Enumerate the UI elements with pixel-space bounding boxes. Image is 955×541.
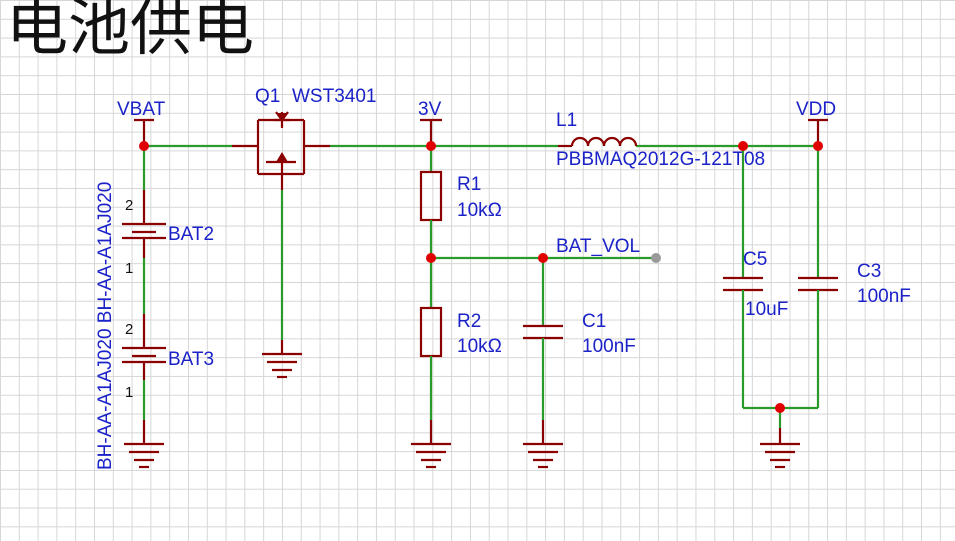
- r1-value-label: 10kΩ: [457, 200, 502, 221]
- l1-ref-label: L1: [556, 110, 577, 131]
- battery-bat3[interactable]: 2 1 BAT3: [122, 314, 214, 401]
- c3-value-label: 100nF: [857, 286, 911, 307]
- junction-dot: [813, 141, 823, 151]
- vdd-net-label: VDD: [796, 99, 836, 120]
- c5-value-label: 10uF: [745, 299, 788, 320]
- v3-power-flag[interactable]: 3V: [418, 99, 442, 146]
- junction-dot: [426, 253, 436, 263]
- bat2-ref-label: BAT2: [168, 224, 214, 245]
- vbat-net-label: VBAT: [117, 99, 166, 120]
- vdd-power-flag[interactable]: VDD: [796, 99, 836, 146]
- resistor-r1[interactable]: R1 10kΩ: [419, 170, 502, 222]
- r2-ref-label: R2: [457, 311, 481, 332]
- vbat-power-flag[interactable]: VBAT: [117, 99, 166, 146]
- bat2-pin1-label: 1: [125, 260, 133, 277]
- bat-vol-open-end[interactable]: [651, 253, 661, 263]
- junction-dot: [426, 141, 436, 151]
- c1-ref-label: C1: [582, 311, 606, 332]
- bat3-pin1-label: 1: [125, 384, 133, 401]
- battery-holder-label: BH-AA-A1AJ020 BH-AA-A1AJ020: [95, 182, 116, 470]
- q1-value-label: WST3401: [292, 86, 376, 107]
- ground-symbol-r2: [411, 420, 451, 469]
- ground-symbol-c1: [523, 420, 563, 469]
- r1-ref-label: R1: [457, 174, 481, 195]
- capacitor-c1[interactable]: C1 100nF: [523, 311, 636, 357]
- bat2-pin2-label: 2: [125, 197, 133, 214]
- resistor-r2[interactable]: R2 10kΩ: [419, 306, 502, 358]
- bat-vol-net-label: BAT_VOL: [556, 236, 640, 257]
- capacitor-c3[interactable]: C3 100nF: [798, 261, 911, 307]
- junction-dot: [538, 253, 548, 263]
- inductor-l1[interactable]: L1 PBBMAQ2012G-121T08: [556, 110, 765, 170]
- bat3-pin2-label: 2: [125, 321, 133, 338]
- capacitor-c5[interactable]: C5 10uF: [723, 249, 788, 320]
- c3-ref-label: C3: [857, 261, 881, 282]
- l1-value-label: PBBMAQ2012G-121T08: [556, 149, 765, 170]
- v3-net-label: 3V: [418, 99, 442, 120]
- page-title: 电池供电: [6, 0, 255, 64]
- junction-dot: [139, 141, 149, 151]
- battery-bat2[interactable]: 2 1 BAT2: [122, 190, 214, 277]
- junction-dot: [775, 403, 785, 413]
- ground-symbol-vdd: [760, 428, 800, 469]
- ground-symbol-q1: [262, 340, 302, 379]
- junction-dot: [738, 141, 748, 151]
- c1-value-label: 100nF: [582, 336, 636, 357]
- ground-symbol-battery: [124, 420, 164, 469]
- q1-ref-label: Q1: [255, 86, 280, 107]
- r2-value-label: 10kΩ: [457, 336, 502, 357]
- c5-ref-label: C5: [743, 249, 767, 270]
- mosfet-q1[interactable]: Q1 WST3401: [232, 86, 376, 190]
- bat3-ref-label: BAT3: [168, 349, 214, 370]
